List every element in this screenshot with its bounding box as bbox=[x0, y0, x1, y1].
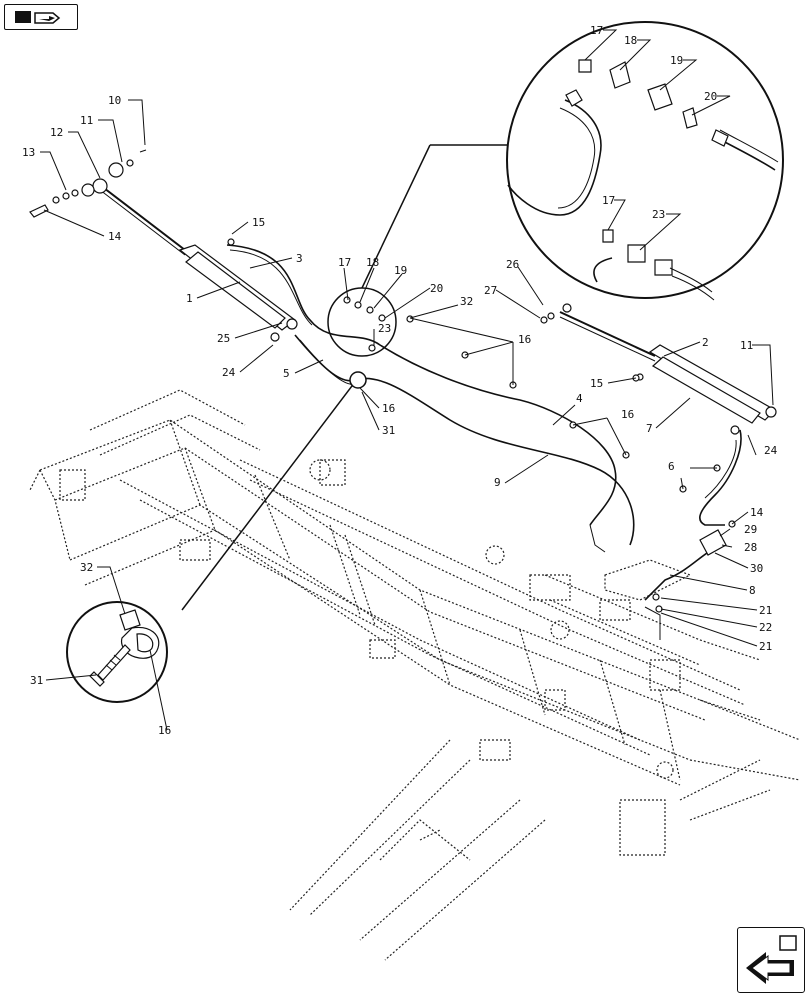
callout-30: 30 bbox=[750, 562, 763, 575]
detail-circle-top bbox=[361, 21, 784, 301]
callout-17: 17 bbox=[590, 24, 603, 37]
callout-10: 10 bbox=[108, 94, 121, 107]
callout-25: 25 bbox=[217, 332, 230, 345]
callout-15: 15 bbox=[252, 216, 265, 229]
callout-18: 18 bbox=[624, 34, 637, 47]
callout-31: 31 bbox=[30, 674, 43, 687]
next-page-arrow-icon bbox=[746, 935, 797, 984]
callout-17: 17 bbox=[602, 194, 615, 207]
callout-20: 20 bbox=[430, 282, 443, 295]
callout-24: 24 bbox=[764, 444, 778, 457]
callout-9: 9 bbox=[494, 476, 501, 489]
callout-28: 28 bbox=[744, 541, 757, 554]
callout-7: 7 bbox=[646, 422, 653, 435]
callout-15: 15 bbox=[590, 377, 603, 390]
callout-21: 21 bbox=[759, 640, 772, 653]
callout-8: 8 bbox=[749, 584, 756, 597]
callout-19: 19 bbox=[670, 54, 683, 67]
callout-24: 24 bbox=[222, 366, 236, 379]
callout-16: 16 bbox=[158, 724, 171, 737]
callout-6: 6 bbox=[668, 460, 675, 473]
callout-11: 11 bbox=[80, 114, 93, 127]
callout-18: 18 bbox=[366, 256, 379, 269]
hydraulic-hoses bbox=[226, 244, 742, 640]
callout-16: 16 bbox=[518, 333, 531, 346]
next-page-button[interactable] bbox=[737, 927, 805, 993]
callout-21: 21 bbox=[759, 604, 772, 617]
callout-22: 22 bbox=[759, 621, 772, 634]
book-page-button[interactable] bbox=[4, 4, 78, 30]
callout-19: 19 bbox=[394, 264, 407, 277]
callout-20: 20 bbox=[704, 90, 717, 103]
valve-mount-outline bbox=[604, 559, 692, 601]
callout-13: 13 bbox=[22, 146, 35, 159]
leader-lines bbox=[40, 29, 774, 731]
hydraulic-cylinder-right bbox=[540, 303, 777, 435]
detail-circle-bottom bbox=[66, 371, 367, 703]
callout-2: 2 bbox=[702, 336, 709, 349]
callout-16: 16 bbox=[382, 402, 395, 415]
callout-27: 27 bbox=[484, 284, 497, 297]
callout-32: 32 bbox=[80, 561, 93, 574]
callout-4: 4 bbox=[576, 392, 583, 405]
callout-14: 14 bbox=[108, 230, 122, 243]
callout-23: 23 bbox=[378, 322, 391, 335]
callout-labels: 10 11 12 13 14 15 3 1 25 24 5 17 18 19 2… bbox=[22, 24, 778, 737]
callout-14: 14 bbox=[750, 506, 764, 519]
hydraulic-cylinder-left bbox=[29, 149, 298, 342]
callout-31: 31 bbox=[382, 424, 395, 437]
callout-16: 16 bbox=[621, 408, 634, 421]
callout-23: 23 bbox=[652, 208, 665, 221]
callout-3: 3 bbox=[296, 252, 303, 265]
hose-fittings bbox=[343, 296, 736, 613]
callout-5: 5 bbox=[283, 367, 290, 380]
callout-32: 32 bbox=[460, 295, 473, 308]
book-page-icon bbox=[15, 11, 61, 24]
callout-1: 1 bbox=[186, 292, 193, 305]
callout-17: 17 bbox=[338, 256, 351, 269]
callout-26: 26 bbox=[506, 258, 519, 271]
callout-11: 11 bbox=[740, 339, 753, 352]
callout-12: 12 bbox=[50, 126, 63, 139]
callout-29: 29 bbox=[744, 523, 757, 536]
machine-frame bbox=[29, 389, 801, 961]
